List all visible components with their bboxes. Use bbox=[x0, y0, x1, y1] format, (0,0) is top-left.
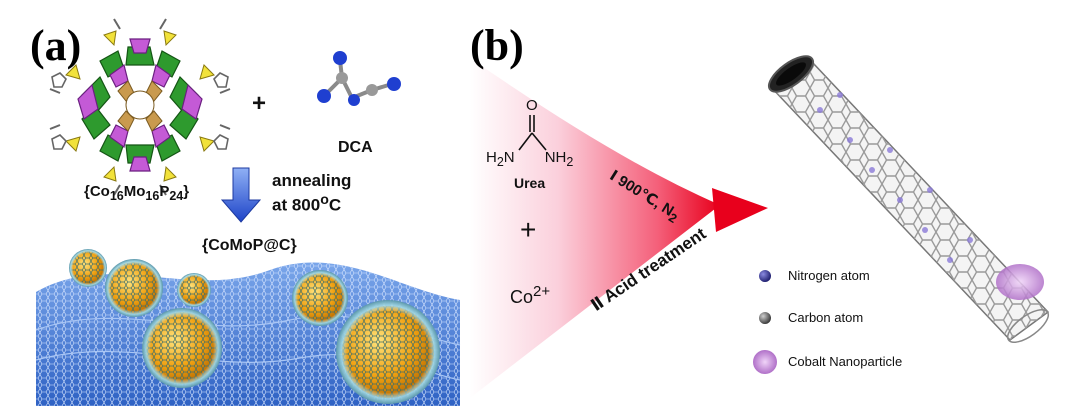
urea-label: Urea bbox=[514, 175, 546, 191]
cobalt-ion-label: Co2+ bbox=[510, 283, 551, 307]
process-line1: annealing bbox=[272, 171, 352, 190]
panel-b-plus: + bbox=[520, 214, 537, 245]
process-line2: at 800oC bbox=[272, 192, 342, 215]
legend-nitrogen: Nitrogen atom bbox=[788, 268, 870, 283]
legend-cobalt: Cobalt Nanoparticle bbox=[788, 354, 903, 369]
comop-nanosphere-icons bbox=[69, 249, 440, 404]
urea-oxygen-label: O bbox=[526, 97, 538, 114]
carbon-nanotube-icon bbox=[767, 55, 1050, 344]
annealing-arrow-icon bbox=[220, 167, 262, 223]
urea-formula: H2N NH2 bbox=[486, 149, 574, 169]
nitrogen-atom-icon bbox=[759, 270, 771, 282]
process-wedge-arrow bbox=[470, 58, 768, 398]
product-label: {CoMoP@C} bbox=[202, 237, 297, 254]
dca-label: DCA bbox=[338, 139, 373, 156]
carbon-atom-icon bbox=[759, 312, 771, 324]
polyoxometalate-cluster-icon bbox=[49, 18, 231, 196]
precursor-label: {Co16Mo16P24} bbox=[84, 183, 190, 203]
panel-a-plus: + bbox=[252, 90, 267, 117]
urea-structure-icon bbox=[518, 115, 547, 151]
cobalt-nanoparticle-icon bbox=[753, 350, 777, 374]
panel-b-label: (b) bbox=[470, 21, 524, 70]
dca-molecule-icon bbox=[317, 51, 401, 106]
legend-carbon: Carbon atom bbox=[788, 310, 864, 325]
panel-a-label: (a) bbox=[30, 21, 82, 70]
